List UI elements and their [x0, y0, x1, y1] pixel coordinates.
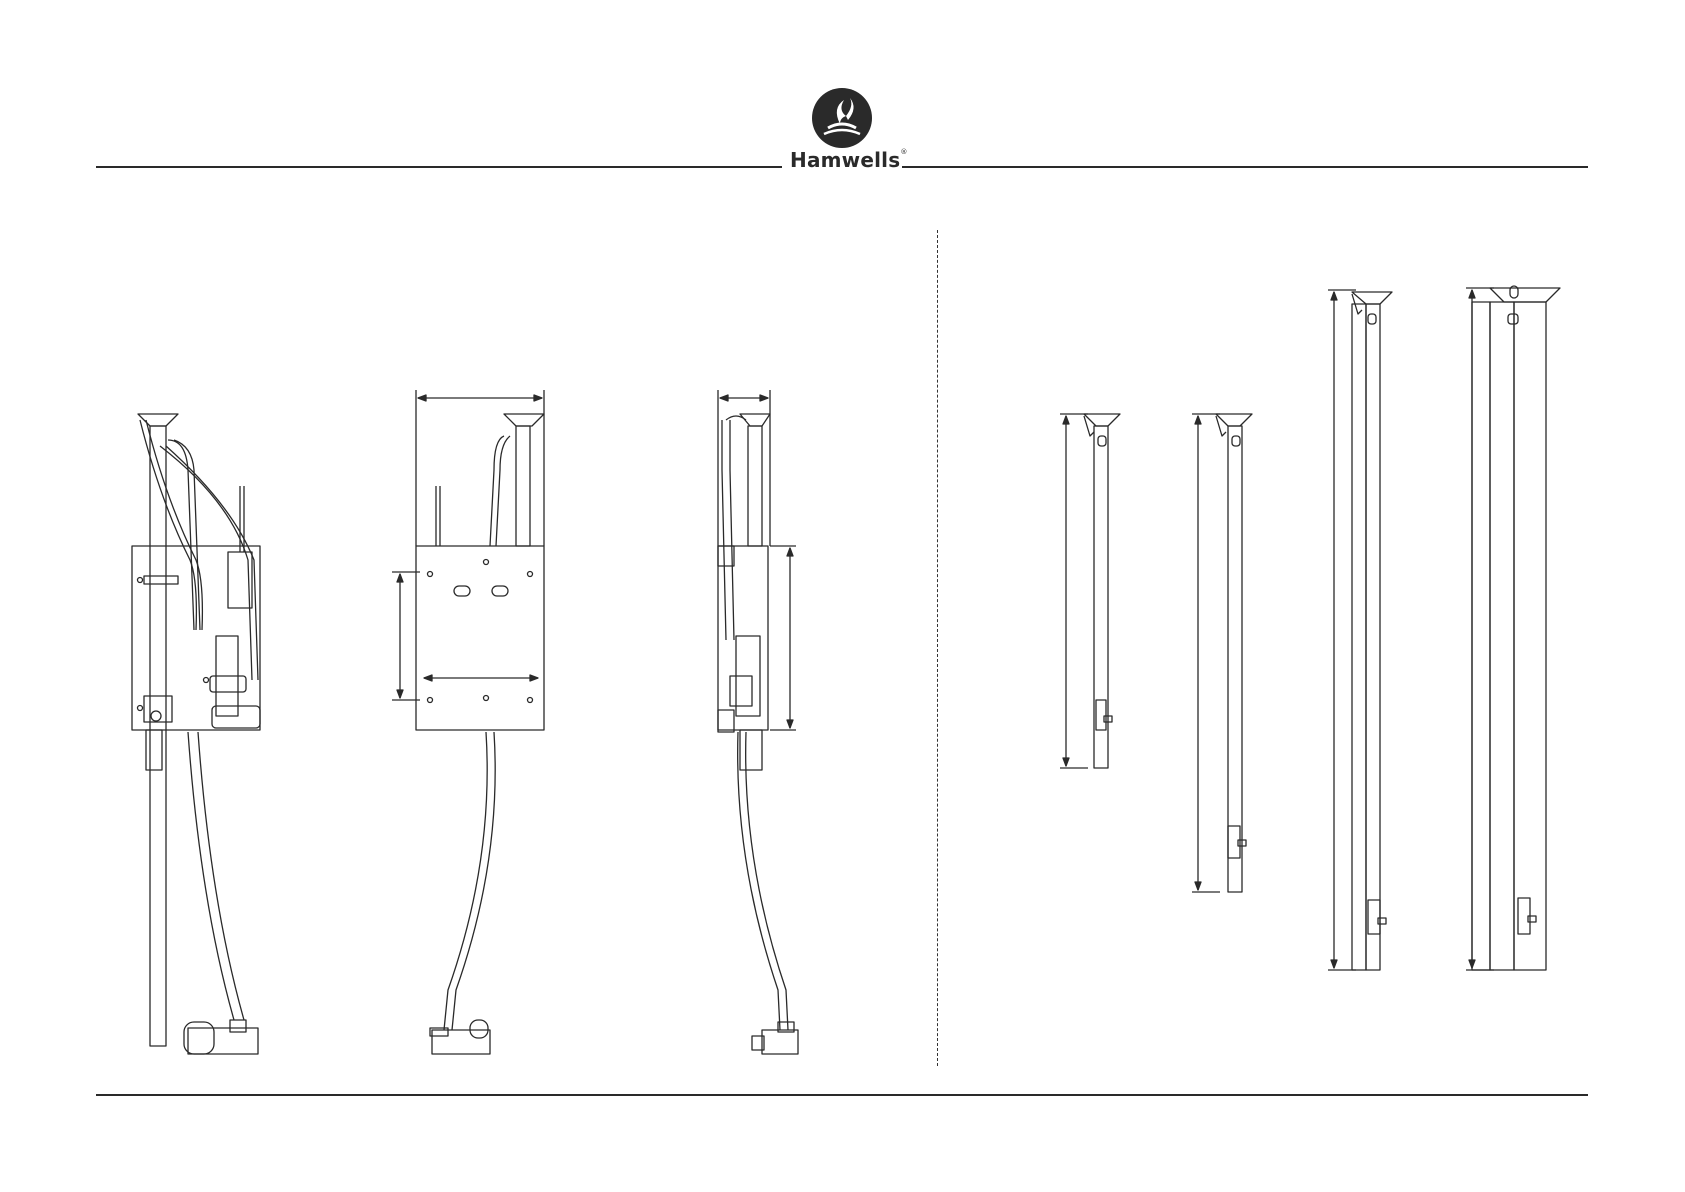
unit-front-view-open [132, 414, 260, 1054]
column-medium [1192, 414, 1252, 892]
column-tall-double [1466, 286, 1560, 970]
column-tall-single [1328, 290, 1392, 970]
unit-front-view-closed [392, 390, 544, 1054]
unit-side-view [718, 390, 798, 1054]
column-short [1060, 414, 1120, 768]
